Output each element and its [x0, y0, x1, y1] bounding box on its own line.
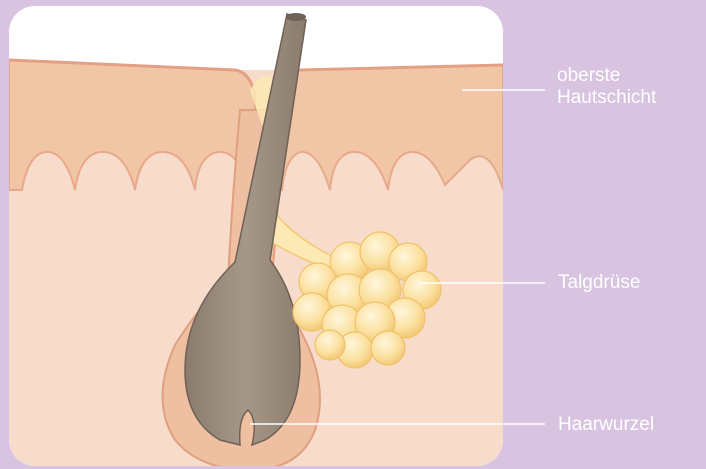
label-sebaceous-gland: Talgdrüse	[558, 272, 640, 294]
label-hair-root: Haarwurzel	[558, 414, 654, 436]
hair-tip	[286, 13, 306, 21]
skin-panel	[9, 6, 503, 469]
label-top-skin-layer: oberste Hautschicht	[557, 65, 656, 109]
label-top-line1: oberste	[557, 65, 656, 87]
label-top-line2: Hautschicht	[557, 87, 656, 109]
